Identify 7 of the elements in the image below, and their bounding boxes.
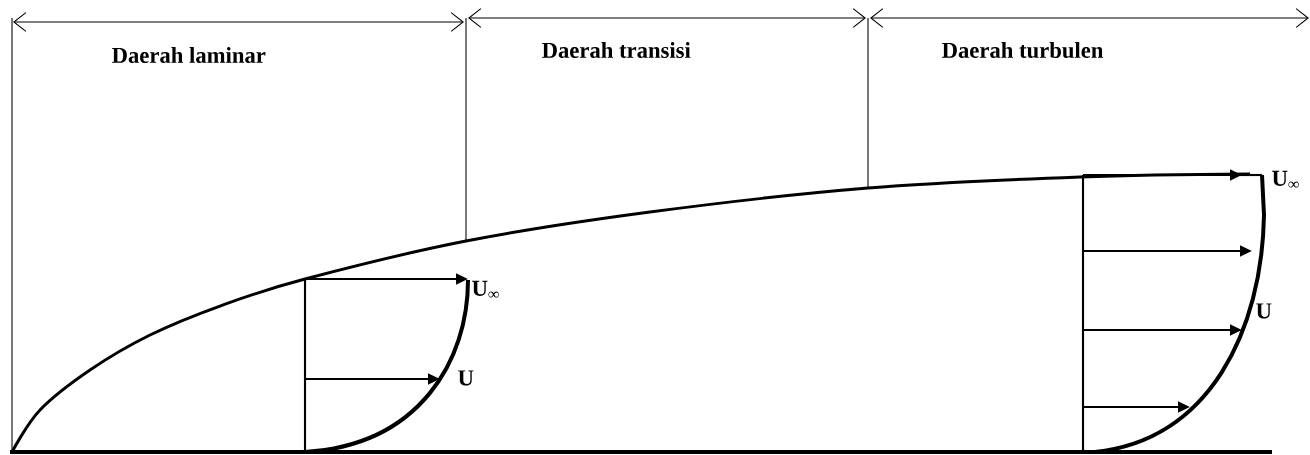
velocity-label: U: [1256, 303, 1272, 319]
region-label: Daerah transisi: [542, 42, 691, 58]
region-label: Daerah turbulen: [942, 42, 1104, 58]
velocity-label: U$_{∞}$: [1272, 170, 1299, 188]
velocity-label: U: [458, 370, 474, 386]
velocity-label: U$_{∞}$: [472, 280, 499, 298]
region-label: Daerah laminar: [112, 47, 266, 63]
